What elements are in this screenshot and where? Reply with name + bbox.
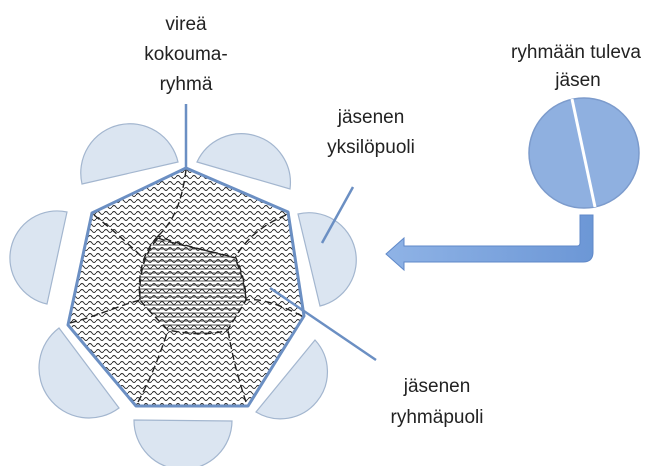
member-petal-top-right	[196, 133, 292, 190]
group-body	[66, 166, 306, 408]
groupside-pointer-line	[269, 286, 377, 362]
member-petal-bottom-right	[255, 339, 329, 420]
group-core	[139, 237, 247, 335]
group-side-label-line1: jäsenen	[403, 376, 471, 397]
individual-side-label-line2: yksilöpuoli	[327, 137, 415, 158]
individual-pointer-line	[320, 186, 355, 244]
pointer-lines	[184, 104, 377, 362]
newcomer-label-line2: jäsen	[554, 70, 600, 91]
member-petal-right	[297, 212, 357, 307]
member-petal-bottom-left	[38, 327, 120, 419]
group-label-line2: kokouma-	[144, 44, 227, 65]
member-petal-top-left	[80, 123, 179, 185]
member-petals	[9, 123, 357, 466]
newcomer-divider	[570, 98, 597, 208]
newcomer-label-line1: ryhmään tuleva	[511, 42, 641, 63]
individual-side-label-line1: jäsenen	[337, 107, 405, 128]
member-petal-bottom	[133, 419, 233, 466]
join-arrow	[385, 214, 594, 272]
member-petal-left	[9, 210, 68, 305]
group-side-label-line2: ryhmäpuoli	[391, 407, 484, 428]
newcomer-member	[528, 97, 640, 209]
group-label-line3: ryhmä	[160, 74, 213, 95]
group-label-line1: vireä	[165, 14, 207, 35]
